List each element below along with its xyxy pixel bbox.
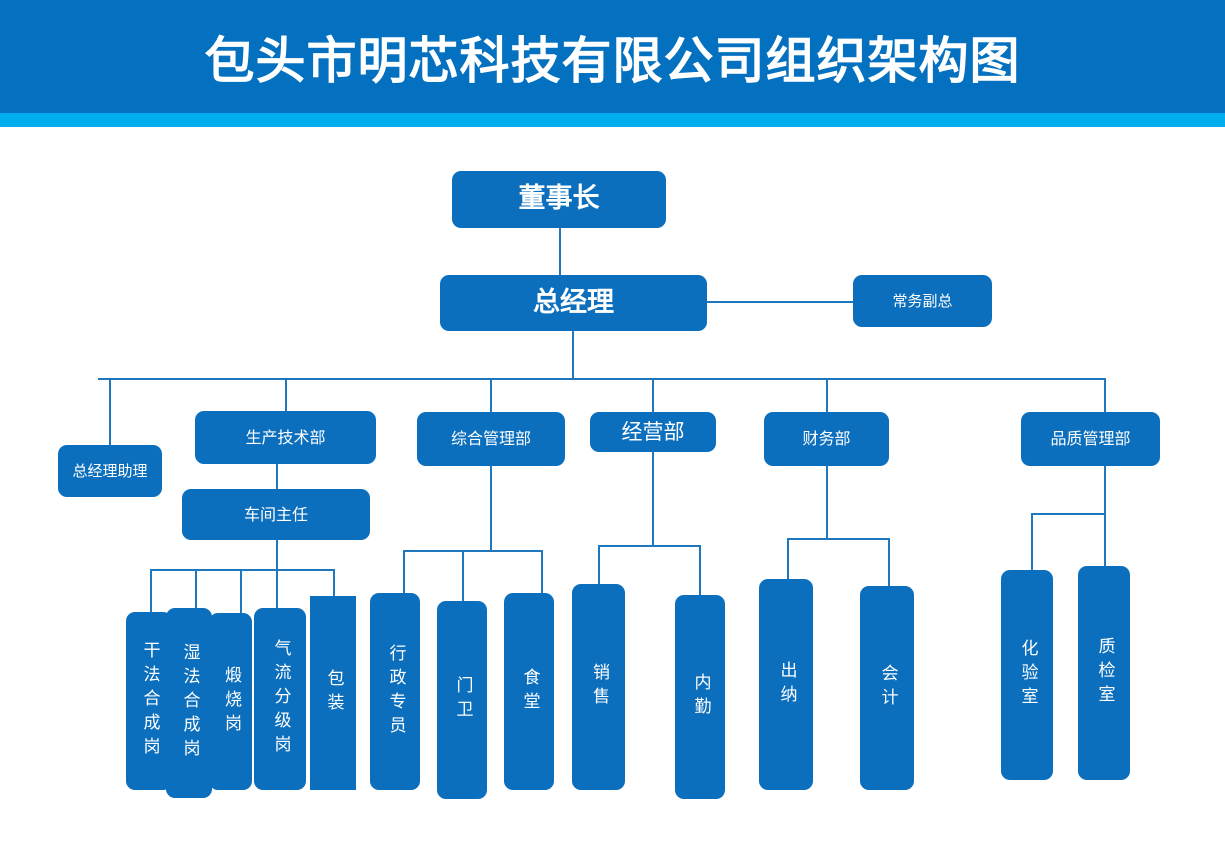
node-post-accountant[interactable]: 会计 [860,586,914,790]
connector-workshop-packing [333,569,335,597]
node-department-admin[interactable]: 综合管理部 [417,412,565,466]
node-department-quality[interactable]: 品质管理部 [1021,412,1160,466]
connector-production-workshop [276,464,278,490]
node-department-quality-label: 品质管理部 [1050,429,1131,449]
node-post-dry-synthesis[interactable]: 干法合成岗 [126,612,172,790]
connector-workshop-wet [195,569,197,609]
node-post-admin-specialist-label: 行政专员 [385,643,406,740]
connector-admin-sub-bus [403,550,542,552]
connector-workshop-calcine [240,569,242,614]
node-department-business-label: 经营部 [621,419,685,444]
node-chairman-label: 董事长 [518,183,600,215]
connector-admin-guard [462,550,464,602]
connector-bus-business [652,378,654,412]
node-post-packing[interactable]: 包装 [310,596,356,790]
connector-chairman-gm [559,228,561,275]
connector-bus-admin [490,378,492,412]
connector-finance-bus [826,466,828,539]
node-post-guard[interactable]: 门卫 [437,601,487,799]
connector-quality-bus [1104,466,1106,514]
node-post-air-classification-label: 气流分级岗 [270,639,291,759]
node-workshop-director-label: 车间主任 [243,504,308,524]
node-post-calcination[interactable]: 煅烧岗 [209,613,252,790]
node-post-wet-synthesis-label: 湿法合成岗 [179,643,200,763]
node-general-manager-label: 总经理 [533,286,614,318]
node-post-wet-synthesis[interactable]: 湿法合成岗 [166,608,212,798]
connector-business-sub-bus [598,545,700,547]
node-workshop-director[interactable]: 车间主任 [182,489,370,540]
connector-workshop-dry [150,569,152,613]
connector-gm-vp [707,301,853,303]
node-executive-vp[interactable]: 常务副总 [853,275,992,327]
node-chairman[interactable]: 董事长 [452,171,666,228]
node-department-production-label: 生产技术部 [245,427,326,447]
node-post-accountant-label: 会计 [877,664,898,712]
connector-department-bus [98,378,1106,380]
node-post-sales-label: 销售 [589,663,609,711]
connector-bus-finance [826,378,828,412]
connector-business-inside [699,545,701,596]
node-post-inside-sales[interactable]: 内勤 [675,595,725,799]
node-post-inspection[interactable]: 质检室 [1078,566,1130,780]
connector-admin-canteen [541,550,543,594]
connector-quality-inspection [1104,513,1106,568]
node-post-cashier[interactable]: 出纳 [759,579,813,790]
connector-gm-bus [572,331,574,379]
page-title: 包头市明芯科技有限公司组织架构图 [204,31,1021,90]
connector-business-bus [652,452,654,546]
node-post-lab[interactable]: 化验室 [1001,570,1053,780]
connector-quality-sub-bus [1031,513,1106,515]
connector-bus-quality [1104,378,1106,412]
node-post-dry-synthesis-label: 干法合成岗 [139,641,160,761]
connector-workshop-airclass [276,569,278,609]
node-post-air-classification[interactable]: 气流分级岗 [254,608,306,790]
node-post-canteen-label: 食堂 [519,667,540,716]
node-department-business[interactable]: 经营部 [590,412,716,452]
node-post-cashier-label: 出纳 [776,660,797,709]
connector-admin-specialist [403,550,405,594]
connector-bus-production [285,378,287,412]
header-band [0,0,1225,113]
node-gm-assistant[interactable]: 总经理助理 [58,445,162,497]
node-department-finance-label: 财务部 [802,429,851,449]
node-post-packing-label: 包装 [323,669,344,717]
connector-finance-sub-bus [787,538,889,540]
header-accent-stripe [0,113,1225,127]
connector-business-sales [598,545,600,585]
node-post-sales[interactable]: 销售 [572,584,625,790]
node-general-manager[interactable]: 总经理 [440,275,707,331]
connector-workshop-sub-bus [150,569,334,571]
node-post-lab-label: 化验室 [1017,639,1038,711]
connector-workshop-bus [276,540,278,570]
node-post-calcination-label: 煅烧岗 [221,665,241,738]
node-post-admin-specialist[interactable]: 行政专员 [370,593,420,790]
connector-admin-bus [490,466,492,551]
connector-finance-cashier [787,538,789,580]
node-gm-assistant-label: 总经理助理 [72,461,148,480]
node-post-canteen[interactable]: 食堂 [504,593,554,790]
node-department-finance[interactable]: 财务部 [764,412,889,466]
connector-quality-lab [1031,513,1033,571]
node-post-inspection-label: 质检室 [1094,637,1115,709]
connector-bus-gm-assistant [109,378,111,445]
node-post-inside-sales-label: 内勤 [690,673,711,721]
node-department-admin-label: 综合管理部 [450,429,531,449]
node-post-guard-label: 门卫 [452,676,473,724]
node-executive-vp-label: 常务副总 [892,291,953,310]
connector-finance-accountant [888,538,890,586]
node-department-production[interactable]: 生产技术部 [195,411,376,464]
